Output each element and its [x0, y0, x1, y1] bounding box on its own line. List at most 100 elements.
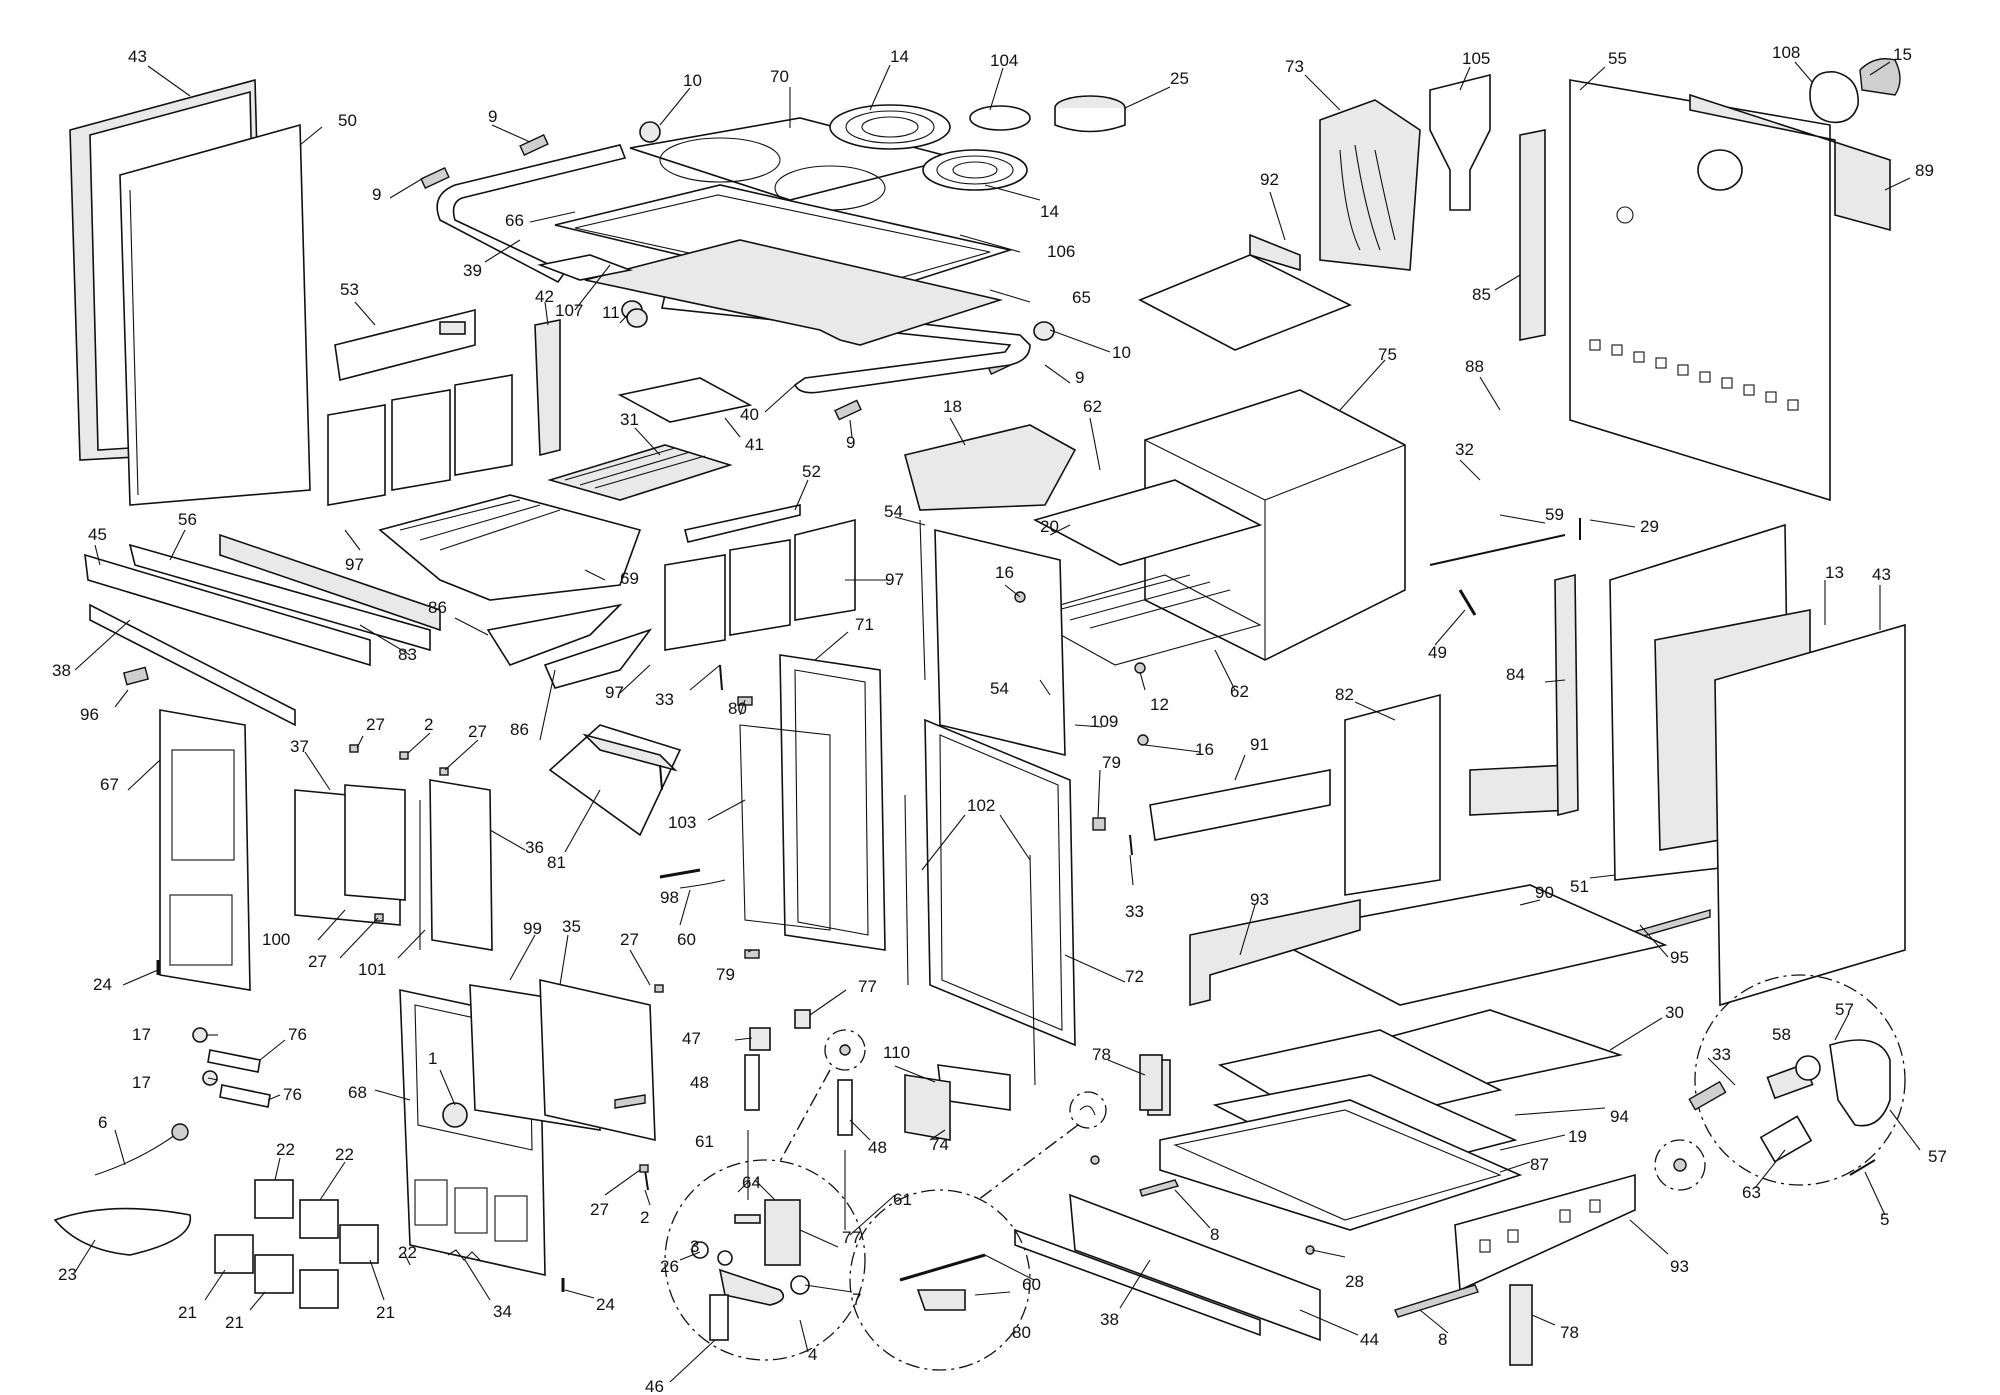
- label-75: 75: [1378, 345, 1397, 364]
- label-10: 10: [1112, 343, 1131, 362]
- part-27-2-clips: [349, 744, 664, 1173]
- label-43: 43: [1872, 565, 1891, 584]
- part-104-25-rings: [969, 95, 1126, 133]
- label-74: 74: [930, 1135, 949, 1154]
- part-37-100-glass: [294, 784, 406, 926]
- label-62: 62: [1230, 682, 1249, 701]
- part-93-lower-front: [1454, 1173, 1636, 1292]
- label-102: 102: [967, 796, 995, 815]
- label-11: 11: [602, 303, 620, 322]
- label-8: 8: [1438, 1330, 1447, 1349]
- label-31: 31: [620, 410, 639, 429]
- label-27: 27: [468, 722, 487, 741]
- label-91: 91: [1250, 735, 1269, 754]
- label-97: 97: [605, 683, 624, 702]
- label-38: 38: [52, 661, 71, 680]
- part-92-shelf: [1138, 233, 1352, 351]
- detail-circle-valve: [1688, 974, 1906, 1186]
- part-24-34-pins: [156, 960, 565, 1292]
- label-15: 15: [1893, 45, 1912, 64]
- label-21: 21: [376, 1303, 395, 1322]
- label-60: 60: [1022, 1275, 1041, 1294]
- part-89-108-15: [1689, 58, 1901, 232]
- label-9: 9: [372, 185, 381, 204]
- label-33: 33: [1712, 1045, 1731, 1064]
- part-18-pan: [904, 424, 1077, 511]
- part-66-65-frame: [554, 184, 1014, 346]
- part-31-grate: [547, 444, 733, 501]
- label-30: 30: [1665, 1003, 1684, 1022]
- label-108: 108: [1772, 43, 1800, 62]
- part-14-hotplates: [829, 104, 1028, 191]
- label-42: 42: [535, 287, 554, 306]
- part-107-11: [537, 254, 648, 328]
- label-76: 76: [283, 1085, 302, 1104]
- label-4: 4: [808, 1345, 817, 1364]
- part-72-oven-door: [924, 718, 1076, 1047]
- label-27: 27: [590, 1200, 609, 1219]
- label-109: 109: [1090, 712, 1118, 731]
- part-103-gasket: [739, 724, 831, 931]
- label-54: 54: [884, 502, 903, 521]
- label-80: 80: [728, 699, 747, 718]
- label-40: 40: [740, 405, 759, 424]
- leader-lines: [74, 61, 1921, 1383]
- part-62-20-racks: [1023, 479, 1263, 666]
- label-62: 62: [1083, 397, 1102, 416]
- label-32: 32: [1455, 440, 1474, 459]
- label-18: 18: [943, 397, 962, 416]
- part-102-rods: [904, 794, 1036, 1086]
- label-12: 12: [1150, 695, 1169, 714]
- label-68: 68: [348, 1083, 367, 1102]
- label-60: 60: [677, 930, 696, 949]
- label-35: 35: [562, 917, 581, 936]
- label-2: 2: [640, 1208, 649, 1227]
- label-59: 59: [1545, 505, 1564, 524]
- label-33: 33: [655, 690, 674, 709]
- part-73-flue-piece: [1319, 99, 1421, 271]
- label-106: 106: [1047, 242, 1075, 261]
- label-83: 83: [398, 645, 417, 664]
- label-45: 45: [88, 525, 107, 544]
- label-16: 16: [995, 563, 1014, 582]
- label-26: 26: [660, 1257, 679, 1276]
- label-17: 17: [132, 1073, 151, 1092]
- part-97-bricks-upper: [327, 374, 513, 506]
- label-1: 1: [428, 1049, 437, 1068]
- label-100: 100: [262, 930, 290, 949]
- label-5: 5: [1880, 1210, 1889, 1229]
- part-41-plate: [617, 377, 753, 423]
- label-97: 97: [885, 570, 904, 589]
- label-9: 9: [1075, 368, 1084, 387]
- label-28: 28: [1345, 1272, 1364, 1291]
- label-7: 7: [852, 1290, 861, 1309]
- label-86: 86: [428, 598, 447, 617]
- label-107: 107: [555, 301, 583, 320]
- label-43: 43: [128, 47, 147, 66]
- label-77: 77: [858, 977, 877, 996]
- part-51-13-43-right: [1609, 523, 1906, 1007]
- part-6-23: [53, 1123, 192, 1256]
- label-86: 86: [510, 720, 529, 739]
- label-52: 52: [802, 462, 821, 481]
- label-57: 57: [1835, 1000, 1854, 1019]
- part-78-bracket: [1139, 1054, 1163, 1111]
- label-93: 93: [1250, 890, 1269, 909]
- part-55-back-panel: [1569, 79, 1831, 502]
- label-9: 9: [846, 433, 855, 452]
- parts-artwork: [53, 58, 1906, 1371]
- label-41: 41: [745, 435, 764, 454]
- label-63: 63: [1742, 1183, 1761, 1202]
- label-3: 3: [690, 1237, 699, 1256]
- label-33: 33: [1125, 902, 1144, 921]
- label-88: 88: [1465, 357, 1484, 376]
- part-oven-door-panel: [934, 528, 1066, 757]
- detail-circle-hinge-pin: [824, 1029, 866, 1071]
- label-58: 58: [1772, 1025, 1791, 1044]
- label-67: 67: [100, 775, 119, 794]
- label-13: 13: [1825, 563, 1844, 582]
- part-36-101-glass: [419, 779, 493, 951]
- part-50-side-panel: [119, 123, 311, 506]
- label-39: 39: [463, 261, 482, 280]
